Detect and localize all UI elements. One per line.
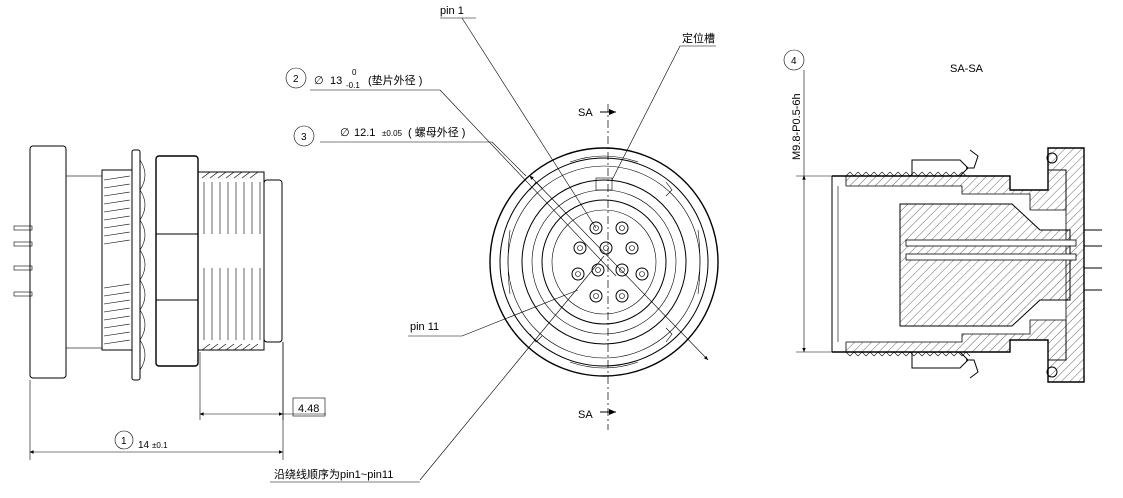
- dim-box: [292, 397, 326, 417]
- label-pin-order: 沿绕线顺序为pin1~pin11: [274, 467, 393, 481]
- dim-total-length: 14: [138, 440, 150, 451]
- section-mark-top: SA: [578, 107, 593, 119]
- nut-dia-tol: ±0.05: [382, 129, 403, 138]
- section-view: [831, 147, 1102, 383]
- callout-3: [293, 125, 315, 147]
- dim-thread-length: 4.48: [298, 403, 319, 415]
- pin-array: [571, 221, 649, 303]
- callout-2-num: 2: [293, 74, 299, 85]
- thread-lines-2: [201, 171, 261, 351]
- rear-pins: [13, 225, 33, 297]
- callout-1: [114, 430, 134, 450]
- section-mark-bottom: SA: [578, 409, 593, 421]
- outer-circle: [489, 147, 719, 377]
- washer-dia-note: (垫片外径 ): [368, 73, 422, 87]
- label-pin1: pin 1: [440, 5, 464, 17]
- section-title: SA-SA: [950, 63, 984, 75]
- label-locating-slot: 定位槽: [682, 31, 715, 45]
- nut: [155, 155, 199, 367]
- side-dimensions: 4.48 1 14 ±0.1: [29, 342, 326, 460]
- nut-dia-value: 12.1: [354, 127, 375, 139]
- flange: [29, 145, 67, 379]
- washer-dia-tol-upper: 0: [352, 68, 357, 77]
- label-pin11: pin 11: [410, 321, 439, 333]
- section-dimensions: 4 M9.8-P0.5-6h SA-SA: [783, 49, 984, 353]
- washer: [131, 149, 141, 381]
- washer-dia-symbol: ∅: [314, 75, 324, 87]
- callout-3-num: 3: [301, 132, 307, 143]
- thread-lines-1: [103, 175, 131, 345]
- nut-dia-note: ( 螺母外径 ): [408, 126, 465, 139]
- thread-spec: M9.8-P0.5-6h: [791, 93, 803, 160]
- callout-4-num: 4: [791, 56, 797, 67]
- callout-4: [783, 49, 805, 71]
- nut-dia-symbol: ∅: [340, 127, 350, 139]
- front-view: SA SA: [489, 104, 719, 430]
- dim-total-length-tol: ±0.1: [152, 441, 168, 450]
- washer-dia-value: 13: [330, 75, 342, 87]
- side-view: [13, 145, 283, 381]
- washer-dia-tol-lower: -0.1: [346, 81, 360, 90]
- callout-2: [285, 67, 307, 89]
- callout-1-num: 1: [121, 436, 127, 447]
- front-annotations: pin 1 沿绕线顺序为pin1~pin11 pin 11 定位槽 2 ∅ 13…: [270, 5, 716, 483]
- spring-tabs: [507, 155, 701, 369]
